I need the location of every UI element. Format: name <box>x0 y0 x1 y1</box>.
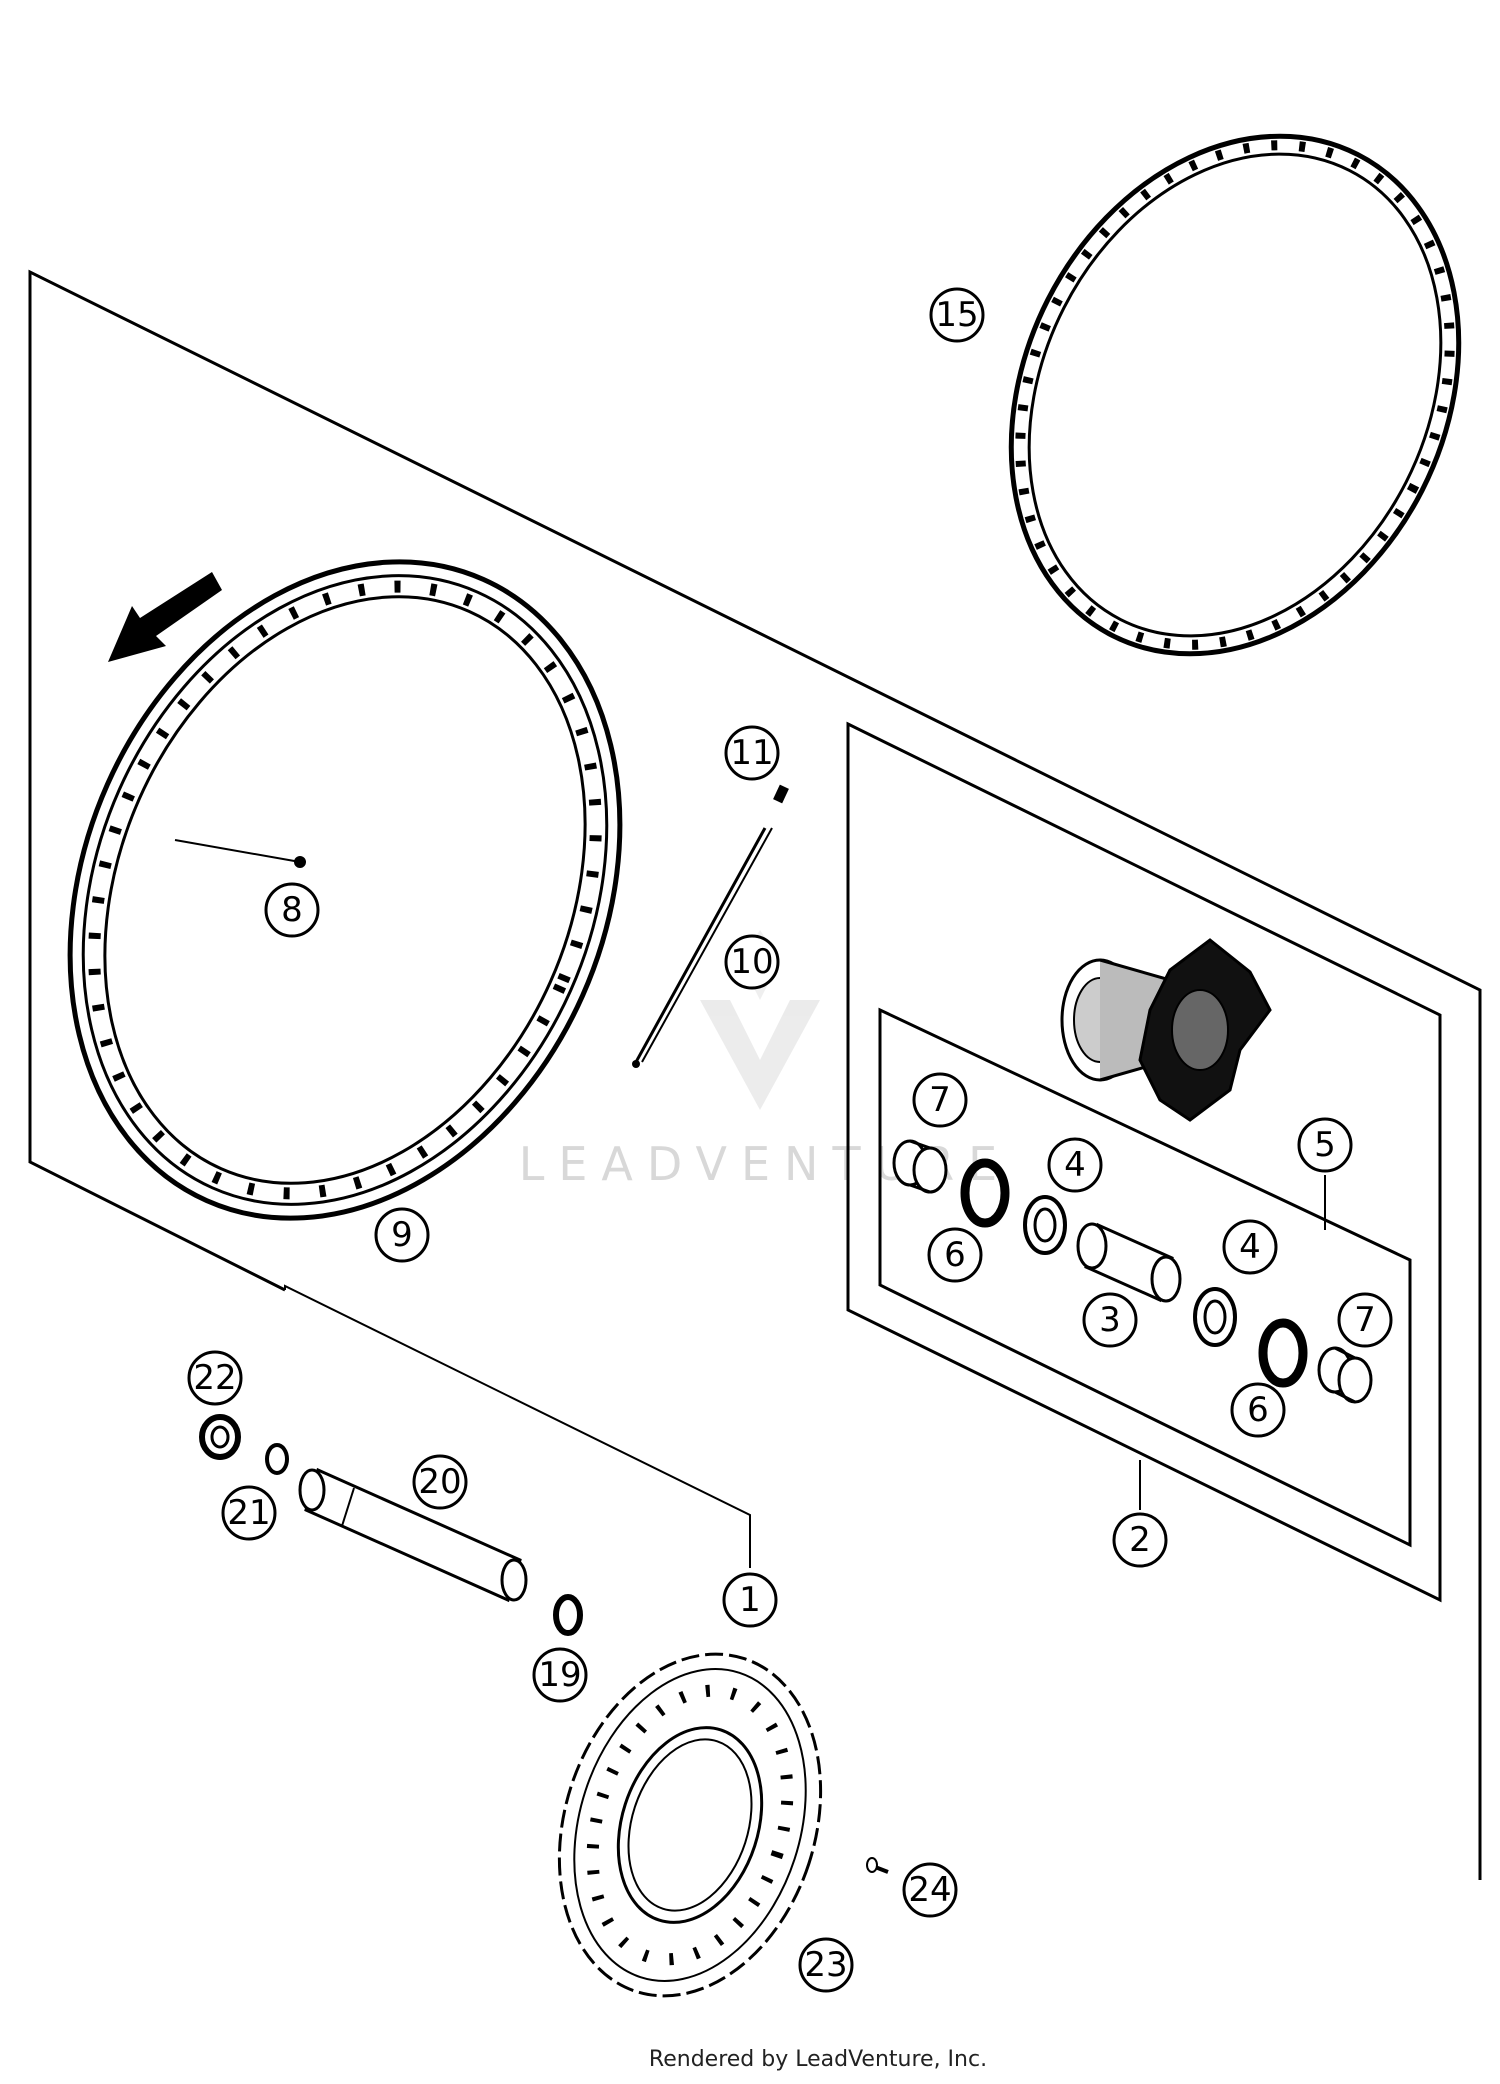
svg-text:4: 4 <box>1239 1227 1261 1267</box>
callout-24: 24 <box>902 1862 958 1918</box>
svg-text:10: 10 <box>730 942 773 982</box>
svg-text:1: 1 <box>739 1580 761 1620</box>
svg-text:5: 5 <box>1314 1125 1336 1165</box>
svg-text:21: 21 <box>227 1493 270 1533</box>
callout-23: 23 <box>798 1937 854 1993</box>
svg-text:4: 4 <box>1064 1145 1086 1185</box>
svg-text:15: 15 <box>935 295 978 335</box>
callout-19: 19 <box>532 1647 588 1703</box>
brake-disc-23 <box>557 1652 823 1998</box>
direction-arrow-icon <box>108 572 222 662</box>
callout-1: 1 <box>722 1572 778 1628</box>
callout-3: 3 <box>1082 1292 1138 1348</box>
svg-text:20: 20 <box>418 1462 461 1502</box>
callout-21: 21 <box>221 1485 277 1541</box>
svg-text:2: 2 <box>1129 1520 1151 1560</box>
svg-text:3: 3 <box>1099 1300 1121 1340</box>
callout-20: 20 <box>412 1454 468 1510</box>
bearing-kit-outline-5 <box>878 1007 1412 1548</box>
callout-15: 15 <box>929 287 985 343</box>
spacer-sleeve-3 <box>1076 1222 1182 1303</box>
wheel-hub <box>1060 938 1272 1122</box>
callout-10: 10 <box>724 934 780 990</box>
screw-24 <box>866 1857 889 1874</box>
callout-6a: 6 <box>927 1227 983 1283</box>
svg-text:8: 8 <box>281 890 303 930</box>
nipple-11 <box>773 784 789 804</box>
leader-lines <box>174 839 1326 1568</box>
nut-22 <box>199 1414 241 1460</box>
svg-text:23: 23 <box>804 1945 847 1985</box>
bearing-4-right <box>1193 1287 1237 1347</box>
callout-11: 11 <box>724 725 780 781</box>
callout-2: 2 <box>1112 1512 1168 1568</box>
callout-7b: 7 <box>1337 1292 1393 1348</box>
axle-20 <box>298 1467 528 1603</box>
wheel-rim-9 <box>67 559 623 1221</box>
callout-4b: 4 <box>1222 1219 1278 1275</box>
callout-8: 8 <box>264 882 320 938</box>
seal-7-left <box>892 1139 948 1194</box>
render-credit: Rendered by LeadVenture, Inc. <box>649 2047 987 2072</box>
spacer-19 <box>553 1594 583 1636</box>
spoke-10 <box>632 827 773 1068</box>
seal-7-right <box>1317 1346 1373 1404</box>
svg-text:19: 19 <box>538 1655 581 1695</box>
svg-text:6: 6 <box>1247 1390 1269 1430</box>
svg-text:9: 9 <box>391 1215 413 1255</box>
washer-21 <box>265 1443 289 1475</box>
callout-6b: 6 <box>1230 1382 1286 1438</box>
svg-text:6: 6 <box>944 1235 966 1275</box>
spacer-ring-6-left <box>960 1158 1010 1228</box>
assembly-outline-1 <box>28 269 1482 1880</box>
callout-22: 22 <box>187 1350 243 1406</box>
svg-text:22: 22 <box>193 1358 236 1398</box>
callout-9: 9 <box>374 1207 430 1263</box>
spoke-set-15 <box>1008 133 1462 657</box>
callout-7a: 7 <box>912 1072 968 1128</box>
callout-5: 5 <box>1297 1117 1353 1173</box>
svg-text:11: 11 <box>730 733 773 773</box>
bearing-4-left <box>1023 1195 1067 1255</box>
callout-4a: 4 <box>1047 1137 1103 1193</box>
spacer-ring-6-right <box>1258 1318 1308 1388</box>
svg-text:7: 7 <box>1354 1300 1376 1340</box>
svg-text:24: 24 <box>908 1870 951 1910</box>
hub-assembly-outline-2 <box>846 721 1442 1603</box>
svg-text:7: 7 <box>929 1080 951 1120</box>
